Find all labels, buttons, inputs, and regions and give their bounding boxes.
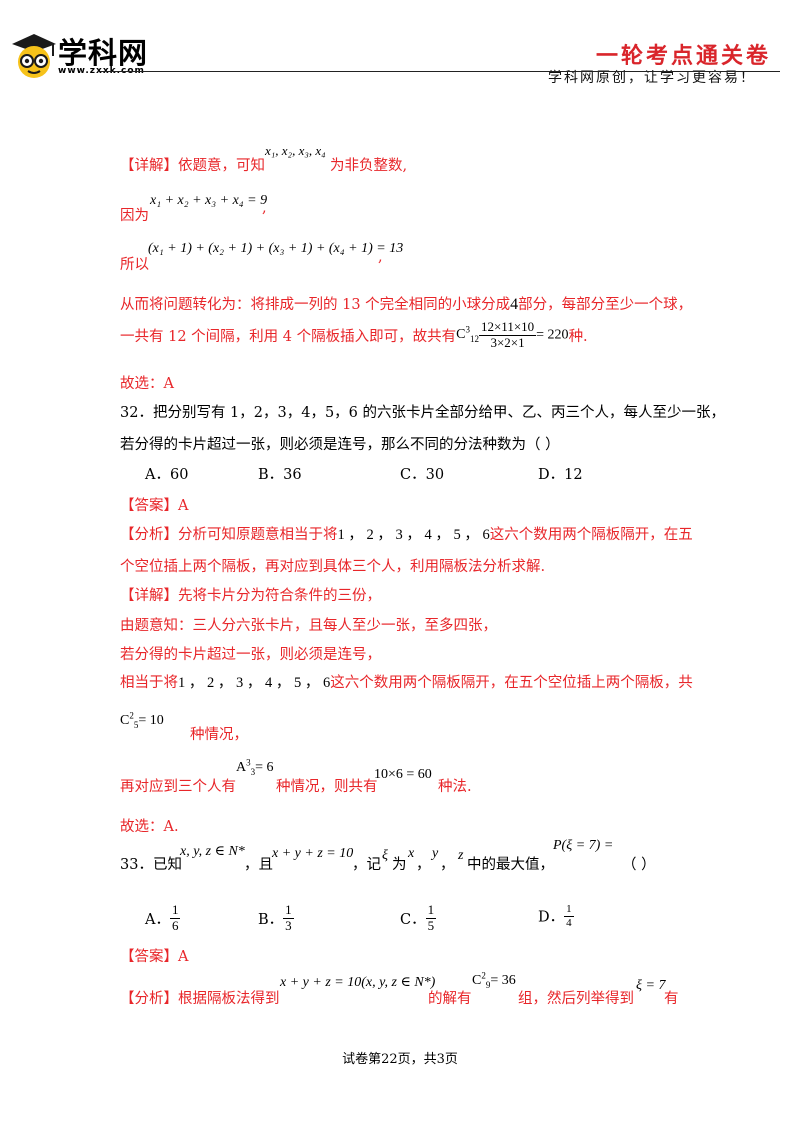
q33-stem-d: 为	[392, 857, 407, 873]
q33-y: y	[432, 846, 439, 861]
detail-vars: x₁, x₂, x₃, x₄	[265, 143, 326, 158]
q32-analysis-line-2: 个空位插上两个隔板，再对应到具体三个人，利用隔板法分析求解.	[120, 559, 546, 575]
logo-text: 学科网	[58, 36, 149, 70]
detail-label: 【详解】	[120, 158, 178, 174]
equation-sum-13: (x₁ + 1) + (x₂ + 1) + (x₃ + 1) + (x₄ + 1…	[148, 241, 404, 256]
q33-paren: （ ）	[622, 857, 656, 873]
combination-c5-2: C25= 10	[120, 710, 164, 730]
detail-text: 依题意，可知	[178, 158, 265, 174]
q32-detail-line-6b: 种情况，则共有	[276, 779, 378, 795]
comma: ,	[378, 249, 383, 265]
q33-sep-1: ，	[416, 857, 431, 873]
q32-detail-line-1: 【详解】先将卡片分为符合条件的三份，	[120, 588, 381, 604]
choose-answer-2: 故选：A.	[120, 819, 179, 835]
q32-option-a: A．60	[145, 467, 189, 483]
q33-z: z	[458, 848, 464, 863]
q33-sep-2: ，	[440, 857, 455, 873]
q32-option-b: B．36	[258, 467, 302, 483]
logo-mascot-icon	[12, 34, 56, 78]
q33-analysis-prefix: 【分析】根据隔板法得到	[120, 991, 280, 1007]
page-footer: 试卷第22页，共3页	[342, 1052, 458, 1067]
q32-stem-line-1: 32．把分别写有 1，2，3，4，5，6 的六张卡片全部分给甲、乙、丙三个人，每…	[120, 405, 726, 421]
because-label: 因为	[120, 208, 149, 224]
q33-probability: P(ξ = 7) =	[553, 838, 614, 853]
q33-x: x	[408, 846, 415, 861]
q33-stem-c: ，记	[352, 857, 381, 873]
q33-answer: 【答案】A	[120, 949, 189, 965]
choose-answer-1: 故选：A	[120, 376, 174, 392]
q32-option-d: D．12	[538, 467, 583, 483]
q33-analysis-equation: x + y + z = 10(x, y, z ∈ N*)	[280, 975, 436, 990]
so-label: 所以	[120, 257, 149, 273]
q32-analysis-line-1: 【分析】分析可知原题意相当于将1 ， 2 ， 3 ， 4 ， 5 ， 6这六个数…	[120, 527, 693, 543]
q33-set: x, y, z ∈ N*	[180, 844, 245, 859]
q32-detail-line-2: 由题意知：三人分六张卡片，且每人至少一张，至多四张，	[120, 618, 497, 634]
q33-xi: ξ	[382, 848, 388, 863]
detail-line-1: 【详解】依题意，可知	[120, 154, 265, 175]
q32-detail-line-5: 种情况，	[190, 727, 248, 743]
q32-stem-line-2: 若分得的卡片超过一张，则必须是连号，那么不同的分法种数为（ ）	[120, 437, 560, 453]
reformulate-line: 从而将问题转化为：将排成一列的 13 个完全相同的小球分成4部分，每部分至少一个…	[120, 296, 693, 313]
q33-analysis-b: 的解有	[428, 991, 472, 1007]
series-title: 一轮考点通关卷	[596, 44, 772, 69]
q33-stem-prefix: 33．已知	[120, 857, 182, 873]
q33-analysis-d: 有	[664, 991, 679, 1007]
q32-option-c: C．30	[400, 467, 445, 483]
q32-answer: 【答案】A	[120, 498, 189, 514]
combination-c9-2: C29= 36	[472, 970, 516, 990]
product-10-6: 10×6 = 60	[374, 767, 432, 782]
q32-detail-line-3: 若分得的卡片超过一张，则必须是连号，	[120, 647, 381, 663]
q32-detail-line-6c: 种法.	[438, 779, 472, 795]
equation-sum-9: x₁ + x₂ + x₃ + x₄ = 9	[150, 193, 268, 208]
detail-tail: 为非负整数,	[330, 158, 408, 174]
header-divider	[100, 71, 780, 72]
combination-c12-3: C312	[456, 324, 479, 345]
q33-stem-e: 中的最大值，	[467, 857, 554, 873]
comma: ,	[262, 200, 267, 216]
q33-analysis-c: 组，然后列举得到	[518, 991, 634, 1007]
q33-equation: x + y + z = 10	[272, 846, 354, 861]
q33-stem-b: ，且	[244, 857, 273, 873]
slogan: 学科网原创，让学习更容易！	[548, 70, 756, 86]
q32-detail-line-6a: 再对应到三个人有	[120, 779, 236, 795]
arrangement-a3-3: A33= 6	[236, 757, 274, 777]
q33-analysis-xi: ξ = 7	[636, 978, 666, 993]
q32-detail-line-4: 相当于将1 ， 2 ， 3 ， 4 ， 5 ， 6这六个数用两个隔板隔开，在五个…	[120, 675, 693, 691]
